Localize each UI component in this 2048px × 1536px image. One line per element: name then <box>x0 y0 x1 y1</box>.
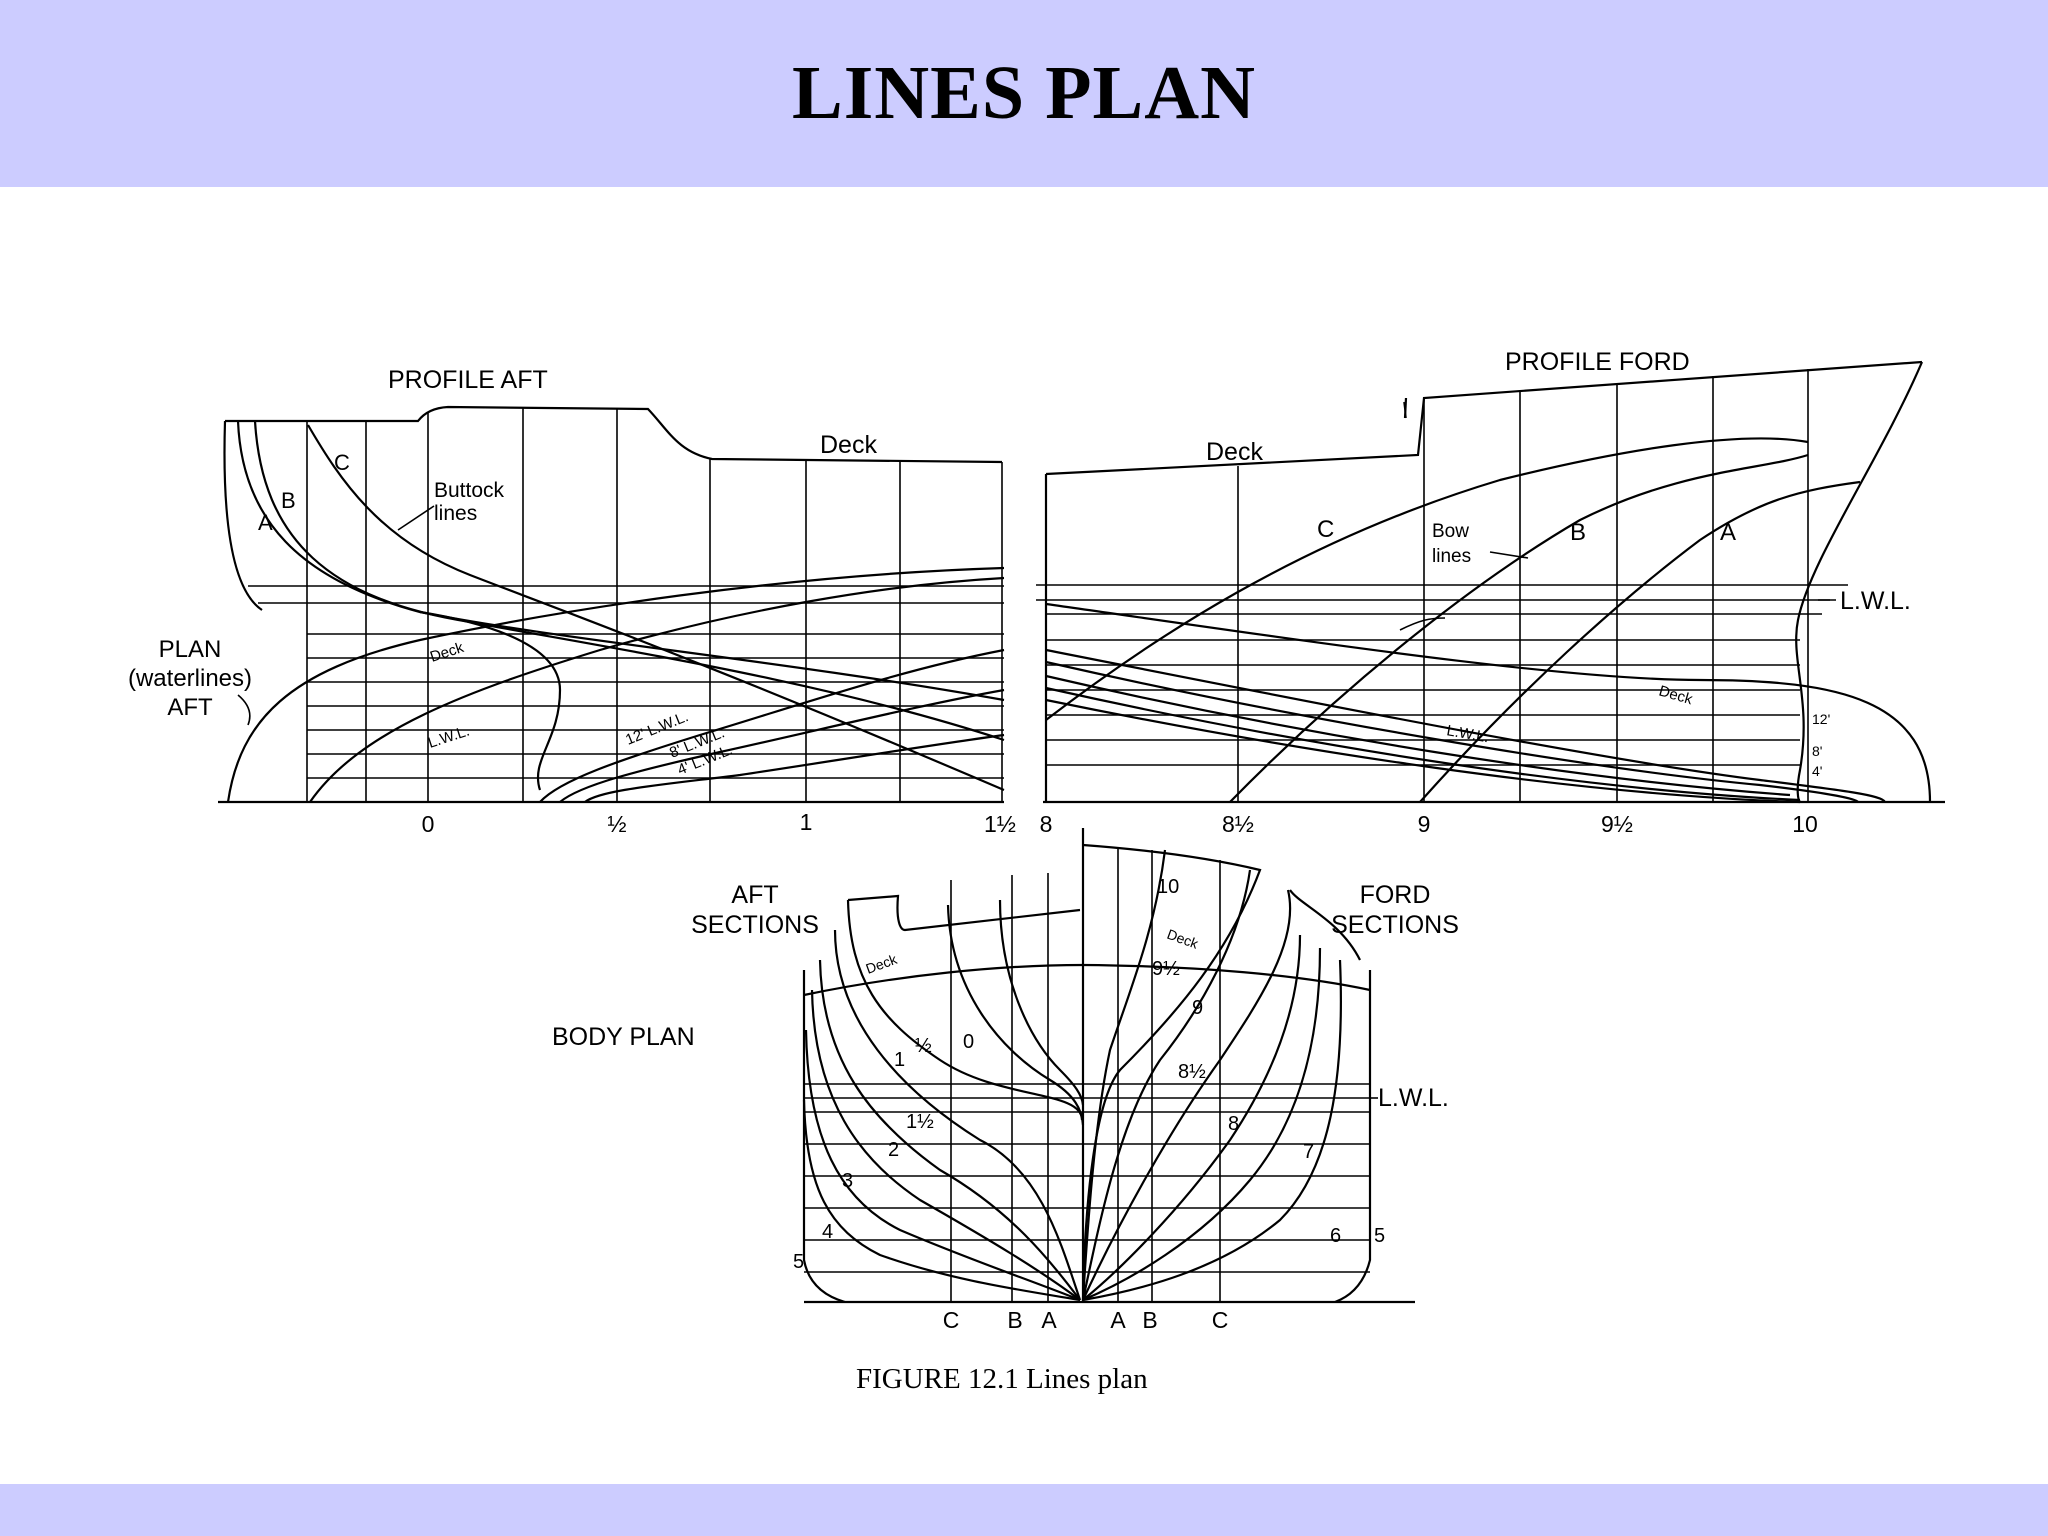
body-tick-b-right: B <box>1142 1307 1157 1333</box>
profile-aft: PROFILE AFT Deck Buttock lines A B C PLA… <box>128 366 1016 837</box>
aft-plan-lwl-label: L.W.L. <box>426 722 472 751</box>
aft-buttock-curves <box>236 420 1005 792</box>
ford-tick-9half: 9½ <box>1601 811 1633 837</box>
aft-station-lines <box>306 408 1003 802</box>
ford-sections-label-2: SECTIONS <box>1331 911 1459 939</box>
body-tick-b-left: B <box>1007 1307 1022 1333</box>
ford-bow-curves <box>1045 437 1861 803</box>
body-lwl-label: L.W.L. <box>1378 1084 1449 1112</box>
aft-section-half: ½ <box>915 1035 932 1057</box>
aft-section-1: 1 <box>894 1049 905 1071</box>
aft-tick-half: ½ <box>607 811 626 837</box>
aft-section-4: 4 <box>822 1221 833 1243</box>
buttock-label-1: Buttock <box>434 479 505 502</box>
body-tick-c-right: C <box>1212 1307 1229 1333</box>
aft-section-5: 5 <box>793 1251 804 1273</box>
ford-tick-8: 8 <box>1040 811 1053 837</box>
ford-section-8: 8 <box>1228 1113 1239 1135</box>
footer-band <box>0 1484 2048 1536</box>
ford-section-5: 5 <box>1374 1225 1385 1247</box>
ford-section-10: 10 <box>1157 876 1179 898</box>
ford-deck-label: Deck <box>1206 438 1263 466</box>
aft-section-3: 3 <box>842 1170 853 1192</box>
buttock-b-label: B <box>281 488 296 513</box>
profile-ford: PROFILE FORD Deck Bow lines C B A L.W.L.… <box>1036 348 1945 837</box>
buttock-c-label: C <box>334 450 350 475</box>
ford-waterlines-grid <box>1036 584 1848 766</box>
ford-section-8half: 8½ <box>1178 1061 1206 1083</box>
ford-tick-8half: 8½ <box>1222 811 1254 837</box>
ford-8-label: 8' <box>1812 743 1822 759</box>
bow-a-label: A <box>1720 519 1736 546</box>
body-deck-right-label: Deck <box>1165 926 1201 952</box>
bow-label-2: lines <box>1432 546 1471 567</box>
ford-section-9half: 9½ <box>1152 958 1180 980</box>
slide-title: LINES PLAN <box>792 51 1256 135</box>
plan-label-3: AFT <box>167 694 213 721</box>
aft-plan-deck-label: Deck <box>428 639 466 666</box>
body-plan: AFT SECTIONS FORD SECTIONS BODY PLAN L.W… <box>552 828 1459 1333</box>
ford-section-curves <box>1081 843 1361 1302</box>
ford-4-label: 4' <box>1812 763 1822 779</box>
plan-label-1: PLAN <box>159 636 222 663</box>
aft-tick-0: 0 <box>422 811 435 837</box>
ford-12-label: 12' <box>1812 711 1830 727</box>
profile-ford-title: PROFILE FORD <box>1505 348 1690 376</box>
aft-deck-label: Deck <box>820 431 877 459</box>
aft-section-1half: 1½ <box>906 1111 934 1133</box>
profile-aft-title: PROFILE AFT <box>388 366 548 394</box>
aft-plan-curves <box>226 566 1005 803</box>
aft-sections-label-2: SECTIONS <box>691 911 819 939</box>
buttock-a-label: A <box>258 510 273 535</box>
ford-section-9: 9 <box>1192 997 1203 1019</box>
aft-sections-label-1: AFT <box>731 881 778 909</box>
ford-tick-9: 9 <box>1418 811 1431 837</box>
bow-label-1: Bow <box>1432 521 1469 542</box>
body-plan-label: BODY PLAN <box>552 1023 695 1051</box>
aft-section-2: 2 <box>888 1139 899 1161</box>
bow-b-label: B <box>1570 519 1586 546</box>
body-tick-c-left: C <box>943 1307 960 1333</box>
plan-label-2: (waterlines) <box>128 665 252 692</box>
figure-caption: FIGURE 12.1 Lines plan <box>856 1363 1148 1395</box>
aft-tick-1half: 1½ <box>984 811 1016 837</box>
buttock-label-2: lines <box>434 502 477 525</box>
ford-plan-curves <box>1045 602 1932 804</box>
ford-tick-10: 10 <box>1792 811 1818 837</box>
aft-section-0: 0 <box>963 1031 974 1053</box>
body-tick-a-right: A <box>1110 1307 1126 1333</box>
ford-lwl-label: L.W.L. <box>1840 587 1911 615</box>
ford-plan-deck-label: Deck <box>1657 683 1695 709</box>
bow-c-label: C <box>1317 516 1334 543</box>
body-tick-a-left: A <box>1041 1307 1057 1333</box>
aft-section-curves <box>802 894 1085 1302</box>
body-deck-left-label: Deck <box>864 951 900 977</box>
ford-section-6: 6 <box>1330 1225 1341 1247</box>
header-band <box>0 0 2048 187</box>
ford-sections-label-1: FORD <box>1360 881 1431 909</box>
aft-tick-1: 1 <box>800 809 813 835</box>
ford-section-7: 7 <box>1303 1141 1314 1163</box>
